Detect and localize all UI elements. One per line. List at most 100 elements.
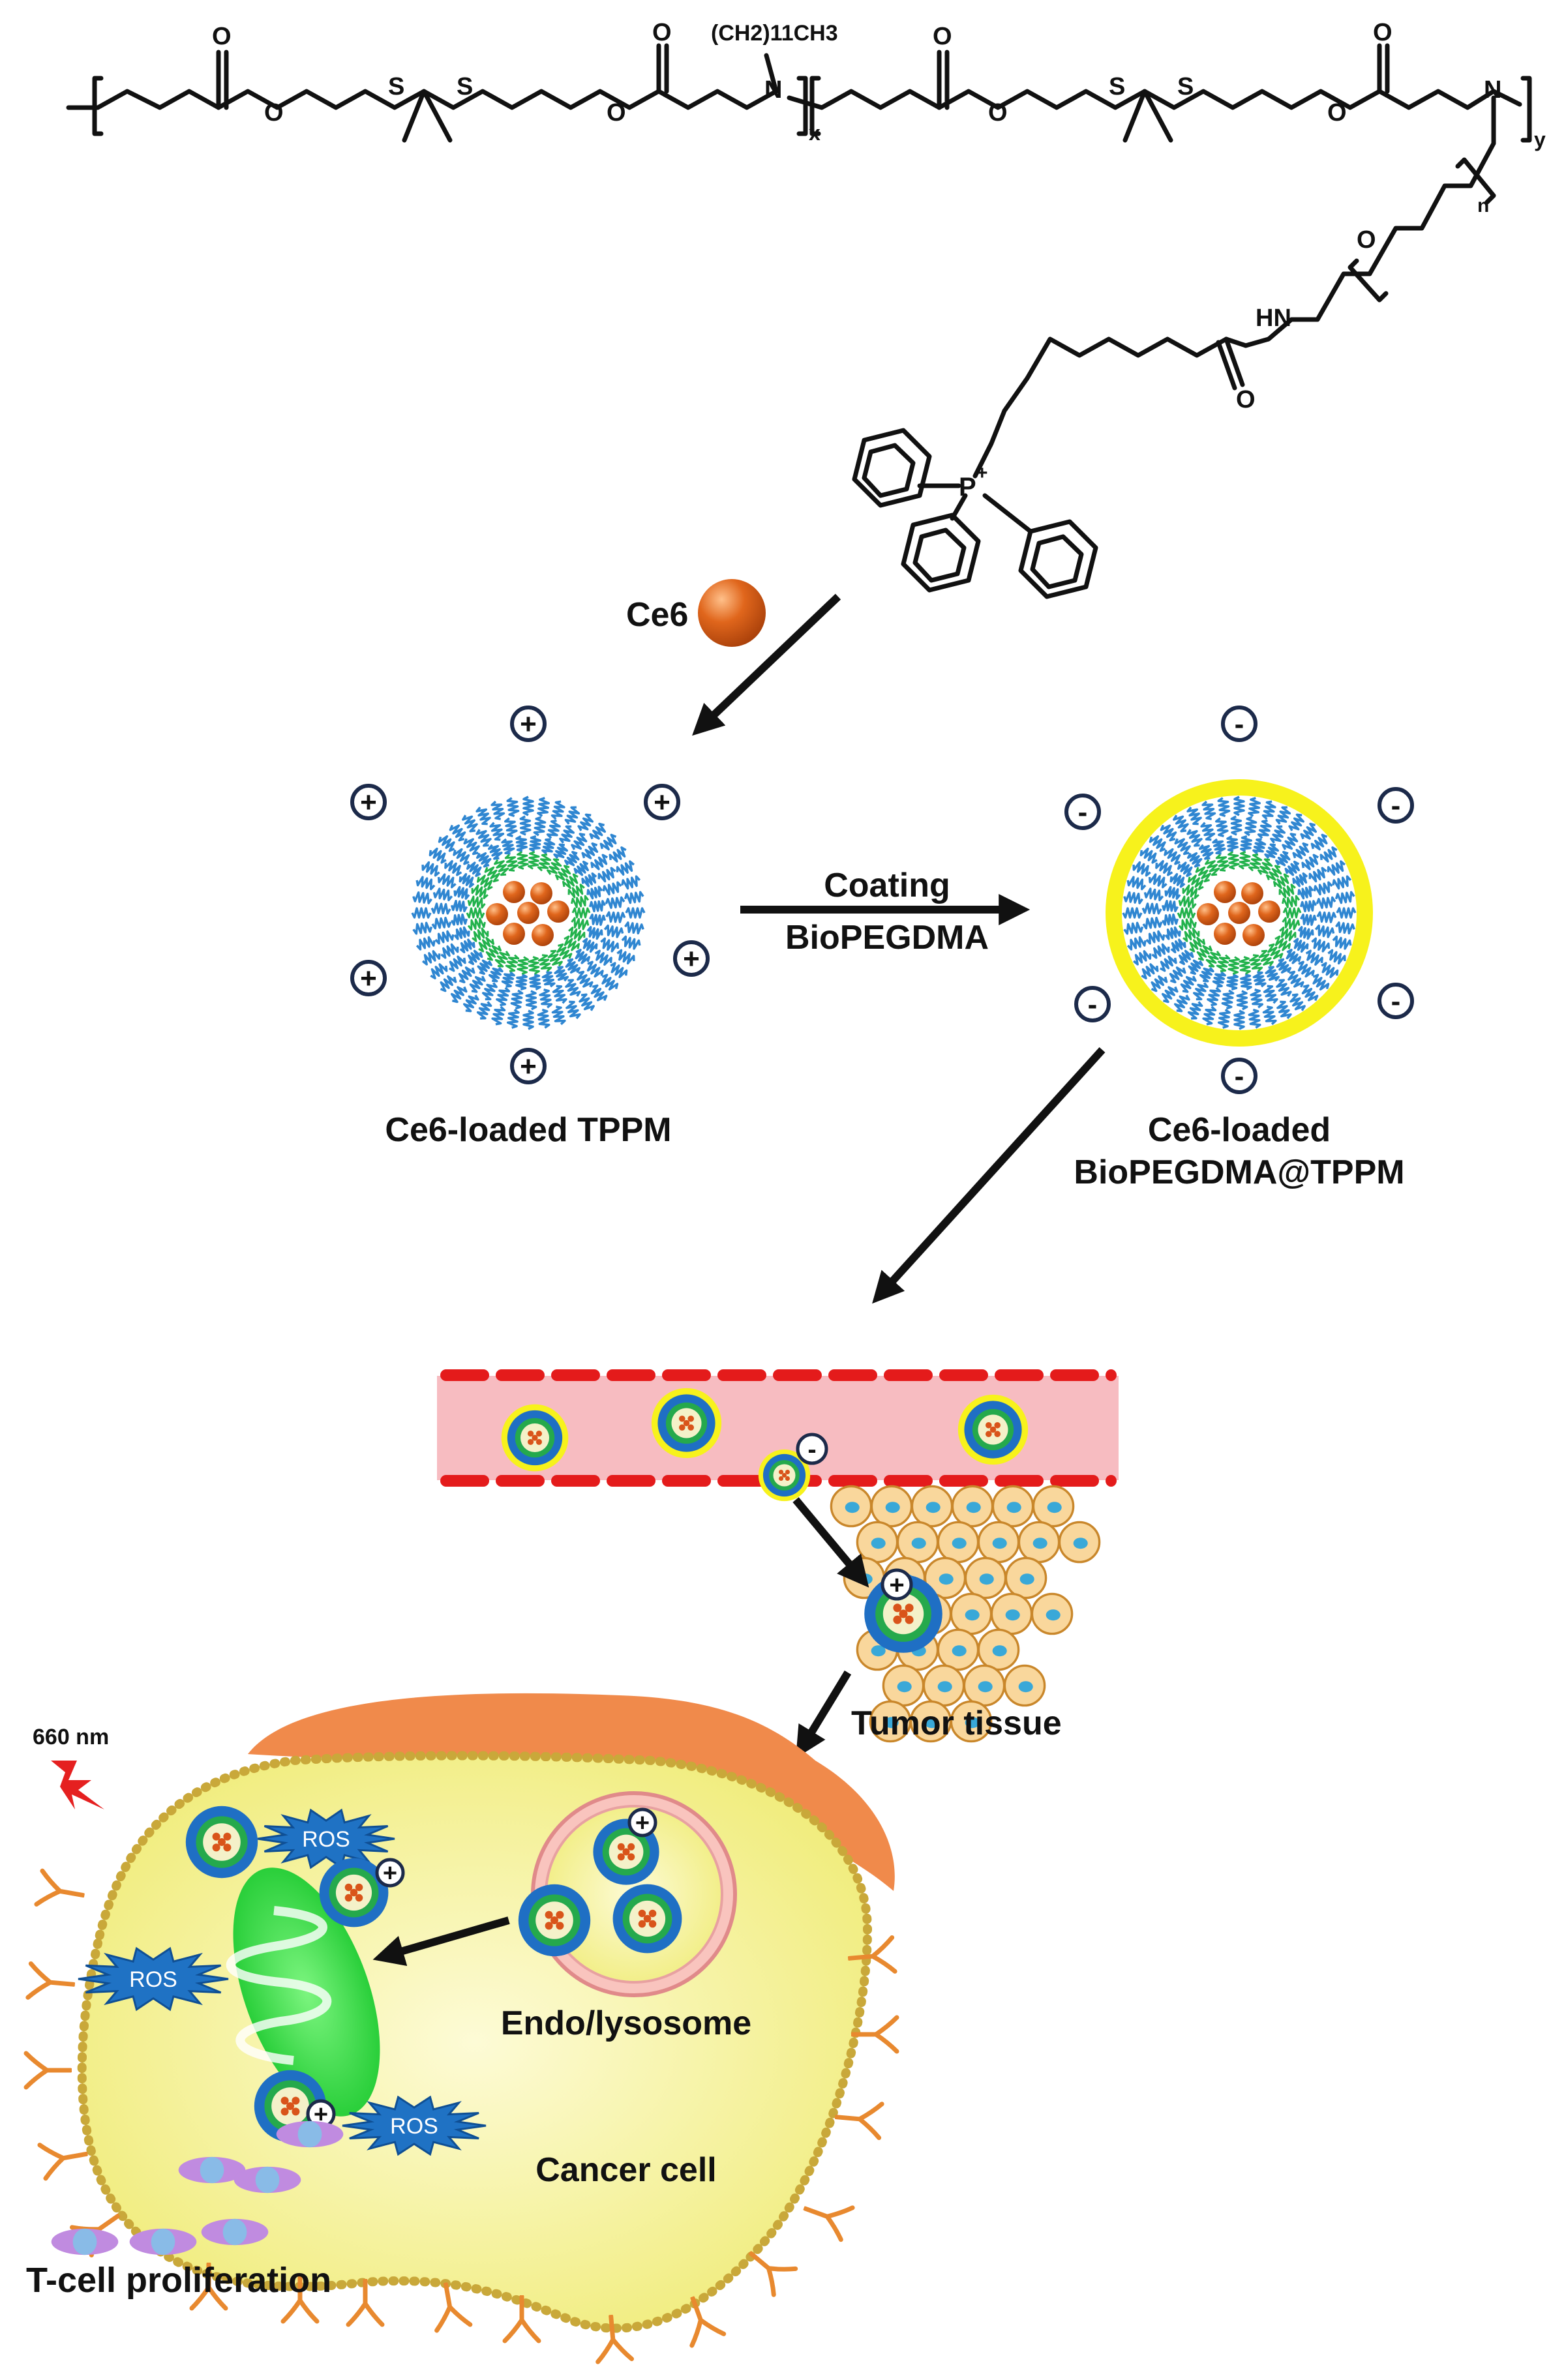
minus-charge-3: - [1378,787,1414,824]
hexyl-linker [972,336,1229,479]
tumor-label: Tumor tissue [851,1704,1062,1742]
tumor-cell [870,1485,913,1528]
tcell-4 [51,2228,119,2255]
micelle-core-chains [1177,851,1302,975]
minus-charge-extravasating: - [796,1433,828,1465]
tumor-cell [896,1521,939,1564]
tumor-cell [990,1592,1033,1635]
ros-label: ROS [390,2114,438,2139]
nanoparticle-escaping [518,1884,591,1957]
svg-text:-: - [1088,989,1098,1020]
peg-bracket-n [1455,157,1496,205]
ros-burst-3: ROS [342,2095,487,2156]
svg-text:+: + [654,786,670,818]
tumor-cell [977,1628,1020,1671]
svg-text:-: - [1391,790,1401,822]
arrow-to-cell [796,1670,852,1759]
biopegdma-label: BioPEGDMA [785,919,989,957]
atom-o-3: O [607,99,626,126]
carbonyl-4 [1377,43,1390,94]
nanoparticle-cell-1 [185,1806,258,1879]
tumor-cell [964,1556,1007,1599]
plus-charge-2: + [350,784,387,820]
svg-text:+: + [520,1050,537,1082]
atom-s-3: S [1109,73,1125,100]
plus-charge-1: + [510,706,547,742]
arrow-injection [872,1047,1106,1304]
svg-text:+: + [360,962,377,994]
peg-side-chain [1224,95,1496,348]
arrow-extravasation [792,1497,869,1588]
minus-charge-6: - [1221,1058,1257,1094]
tumor-cell [1032,1485,1075,1528]
bracket-right-x [796,76,808,136]
tumor-cell [922,1664,965,1707]
receptor-icon [26,2053,70,2087]
svg-text:-: - [1235,708,1244,740]
tumor-cell [963,1664,1006,1707]
carbonyl-2 [656,43,669,94]
atom-o-4: O [652,19,672,46]
minus-charge-5: - [1378,983,1414,1019]
plus-charge-tumor: + [881,1568,913,1601]
tumor-cell [1004,1556,1047,1599]
minus-charge-2: - [1064,794,1101,830]
tumor-cell [937,1628,980,1671]
tumor-cell [911,1485,954,1528]
atom-hn: HN [1256,305,1291,332]
atom-o-2: O [264,99,284,126]
subscript-n: n [1477,195,1489,216]
ros-burst-1: ROS [257,1808,395,1869]
mitochondrion-cristae [226,1906,332,2065]
vessel-wall-bottom [440,1475,1117,1487]
nanoparticle-endo-2 [612,1884,682,1954]
micelle-shell [1122,796,1357,1030]
micelle-coated: - - - - - - [1064,706,1414,1094]
atom-o-peg: O [1357,226,1376,254]
plus-charge-5: + [673,940,710,977]
phenyl-ring-1 [852,428,961,508]
endosome [531,1791,737,1997]
atom-s-4: S [1177,73,1194,100]
cancer-label: Cancer cell [535,2151,717,2189]
peg-bracket-inner [1348,258,1389,303]
tumor-cell [882,1664,925,1707]
atom-s-2: S [457,73,473,100]
tcell-1 [276,2120,344,2148]
phenyl-ring-2 [901,493,981,593]
tumor-cell [951,1485,994,1528]
atom-n-1: N [764,76,782,104]
atom-o-8: O [1373,19,1393,46]
nanoparticle-vessel-2 [651,1388,722,1459]
vessel-wall-top [440,1369,1117,1381]
minus-charge-1: - [1221,706,1257,742]
n-alkyl-bond [764,53,779,94]
arrow-assembly [692,593,841,736]
tcell-label: T-cell proliferation [26,2261,331,2300]
tppm-label: Ce6-loaded TPPM [385,1111,671,1149]
atom-o-6: O [988,99,1008,126]
tcell-3 [233,2166,301,2194]
receptor-icon [37,1871,86,1912]
svg-text:+: + [683,943,700,975]
plus-charge-4: + [350,960,387,996]
plus-charge-endo: + [627,1807,657,1837]
svg-text:-: - [807,1435,816,1464]
svg-text:-: - [1235,1060,1244,1092]
tcell-5 [129,2228,197,2255]
svg-text:+: + [520,708,537,740]
svg-text:+: + [360,786,377,818]
tumor-cell [937,1521,980,1564]
laser-label: 660 nm [33,1725,109,1749]
coating-label: Coating [824,867,950,904]
polymer-structure: O O S S O O N (CH2)11CH3 x O O S S O O N… [66,19,1546,599]
mitochondrion [226,1867,380,2117]
laser-bolt-icon [51,1761,104,1809]
receptor-icon [28,1963,75,2001]
tumor-cell [950,1592,993,1635]
atom-o-1: O [212,23,232,50]
atom-o-5: O [933,23,952,50]
phenyl-ring-3 [982,493,1098,599]
endo-label: Endo/lysosome [501,2004,751,2042]
